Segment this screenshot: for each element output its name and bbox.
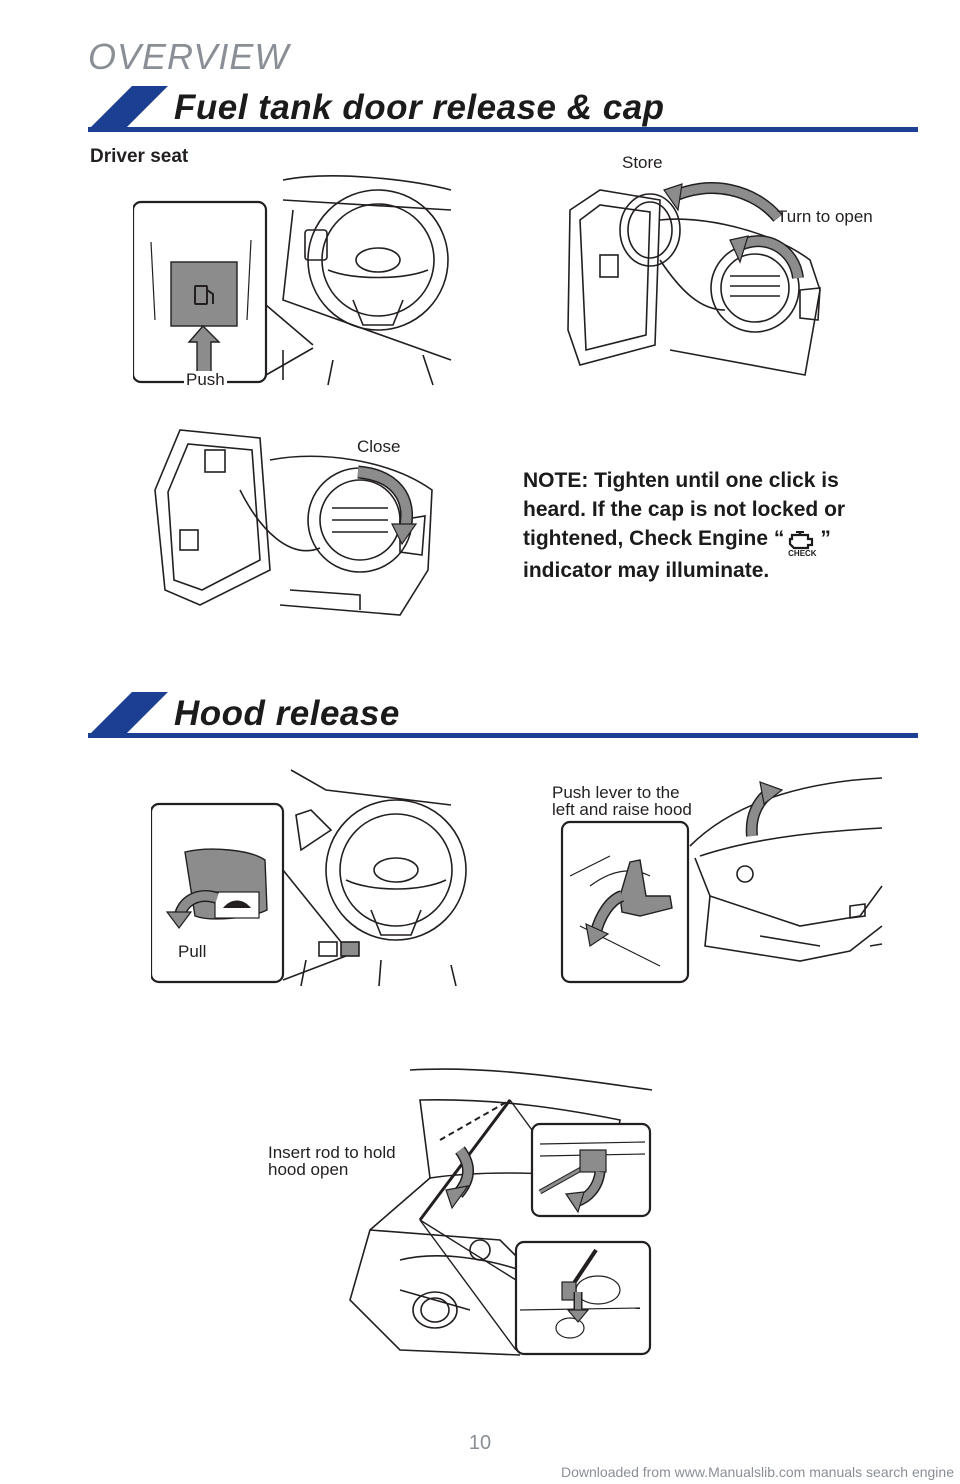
driver-seat-label: Driver seat	[90, 146, 189, 167]
footer-watermark: Downloaded from www.Manualslib.com manua…	[561, 1464, 954, 1480]
section-bar-graphic	[88, 692, 918, 738]
note-text-start: NOTE: Tighten until one click is heard. …	[523, 469, 846, 550]
fuel-cap-note: NOTE: Tighten until one click is heard. …	[523, 466, 883, 585]
section-bar-graphic	[88, 86, 918, 132]
fuel-release-lever-illustration	[133, 160, 453, 390]
insert-rod-line-2: hood open	[268, 1160, 349, 1179]
insert-rod-line-1: Insert rod to hold	[268, 1143, 396, 1162]
hood-latch-illustration	[560, 776, 885, 986]
turn-to-open-label: Turn to open	[777, 207, 873, 226]
note-text-end: ” indicator may illuminate.	[523, 527, 831, 582]
hood-section-header: Hood release	[88, 692, 918, 738]
store-label: Store	[622, 153, 663, 172]
fuel-cap-close-illustration	[150, 420, 440, 625]
fuel-cap-open-illustration	[560, 170, 840, 390]
insert-rod-label: Insert rod to hold hood open	[268, 1144, 396, 1178]
section-title-fuel: Fuel tank door release & cap	[174, 88, 665, 127]
page-number: 10	[468, 1432, 492, 1454]
push-lever-label: Push lever to the left and raise hood	[552, 784, 692, 818]
hood-prop-rod-illustration	[340, 1060, 655, 1360]
fuel-section-header: Fuel tank door release & cap	[88, 86, 918, 132]
close-label: Close	[357, 437, 401, 456]
check-icon-label: CHECK	[788, 549, 817, 558]
pull-label: Pull	[178, 942, 207, 961]
hood-release-lever-illustration	[151, 760, 471, 986]
check-engine-icon: CHECK	[784, 530, 820, 558]
section-title-hood: Hood release	[174, 694, 400, 733]
push-label: Push	[184, 370, 227, 389]
overview-heading: OVERVIEW	[88, 36, 290, 77]
push-lever-line-1: Push lever to the	[552, 783, 680, 802]
push-lever-line-2: left and raise hood	[552, 800, 692, 819]
